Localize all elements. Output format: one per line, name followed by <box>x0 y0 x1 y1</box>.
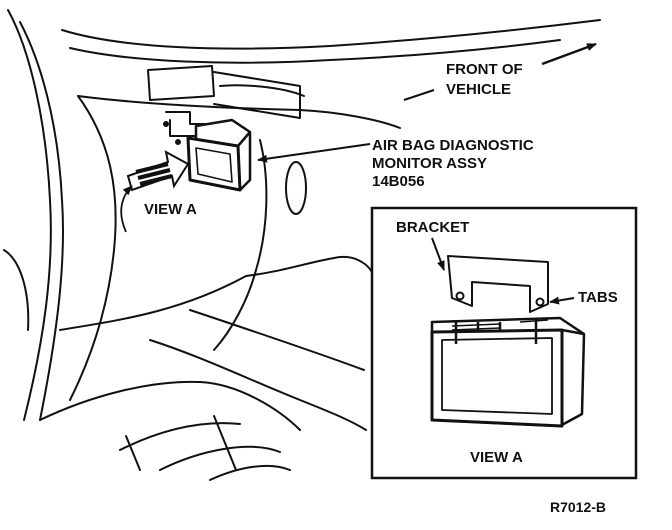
monitor-leader <box>257 143 371 163</box>
vehicle-interior-drawing <box>3 9 601 481</box>
monitor-label-line1: AIR BAG DIAGNOSTIC <box>372 137 534 154</box>
view-direction-arrow <box>126 150 190 192</box>
view-a-leader <box>120 185 133 233</box>
front-of-vehicle-label-line1: FRONT OF <box>446 61 523 78</box>
view-a-main-label: VIEW A <box>144 201 197 218</box>
inset-monitor-unit <box>430 316 586 428</box>
front-of-vehicle-label-line2: VEHICLE <box>446 81 511 98</box>
tabs-label: TABS <box>578 289 618 306</box>
front-of-vehicle-arrow <box>541 42 597 66</box>
monitor-label-line2: MONITOR ASSY <box>372 155 487 172</box>
bracket-label: BRACKET <box>396 219 469 236</box>
figure-code: R7012-B <box>550 499 606 515</box>
view-a-inset: BRACKET TABS VIEW A <box>370 206 638 480</box>
tabs-leader <box>549 296 575 305</box>
tabs-marks <box>451 319 549 331</box>
monitor-label-line3: 14B056 <box>372 173 425 190</box>
bracket-drawing <box>447 255 549 313</box>
bracket-leader <box>431 237 445 271</box>
front-of-vehicle-dash <box>403 89 435 101</box>
diagnostic-monitor-unit <box>186 118 252 192</box>
view-a-inset-label: VIEW A <box>470 449 523 466</box>
